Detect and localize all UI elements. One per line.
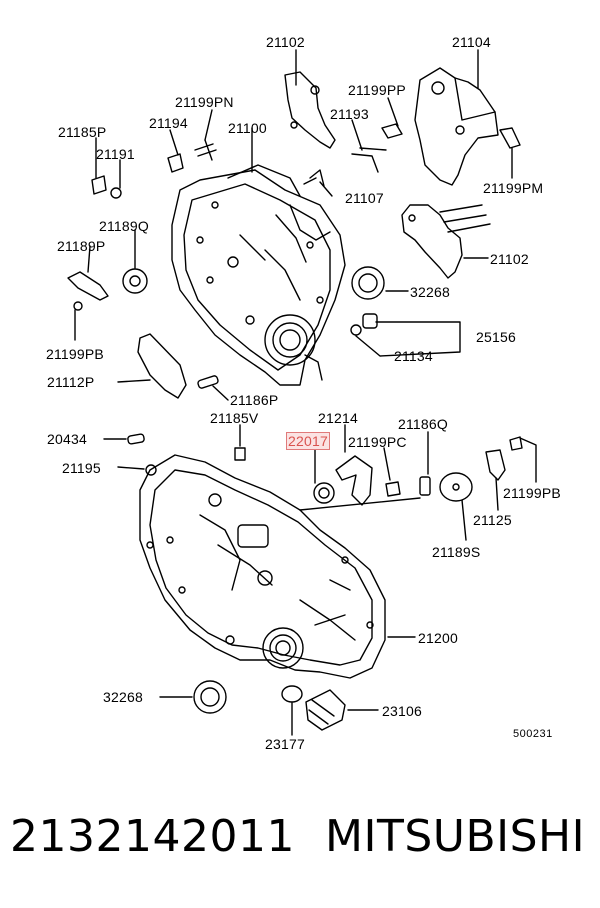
- callout-21199PN: 21199PN: [175, 94, 234, 110]
- oil-seal-32268-upper: [351, 266, 385, 300]
- callout-21102-top: 21102: [266, 34, 305, 50]
- bracket-21102-mid: [401, 204, 463, 279]
- callout-21199PP: 21199PP: [348, 82, 406, 98]
- callout-21134: 21134: [394, 348, 433, 364]
- callout-21102-mid: 21102: [490, 251, 529, 267]
- callout-21199PC: 21199PC: [348, 434, 407, 450]
- callout-21100: 21100: [228, 120, 267, 136]
- callout-21125: 21125: [473, 512, 512, 528]
- callout-21185P: 21185P: [58, 124, 107, 140]
- callout-21186Q: 21186Q: [398, 416, 448, 432]
- callout-23106: 23106: [382, 703, 422, 719]
- callout-23177: 23177: [265, 736, 305, 752]
- brand-name: MITSUBISHI: [325, 811, 586, 862]
- bracket-21102-top: [284, 71, 336, 149]
- callout-32268-upper: 32268: [410, 284, 450, 300]
- callout-21199PB-right: 21199PB: [503, 485, 561, 501]
- callout-21186P: 21186P: [230, 392, 279, 408]
- callout-21193: 21193: [330, 106, 369, 122]
- boot-23106: [305, 689, 346, 731]
- part-number: 2132142011: [10, 811, 295, 862]
- drawing-code: 500231: [513, 728, 553, 740]
- callout-20434: 20434: [47, 431, 87, 447]
- callout-21199PM: 21199PM: [483, 180, 544, 196]
- callout-21191: 21191: [96, 146, 135, 162]
- seal-22017: [313, 482, 335, 504]
- lower-transmission-case-21200: [139, 454, 386, 679]
- callout-32268-lower: 32268: [103, 689, 143, 705]
- callout-21199PB-left: 21199PB: [46, 346, 104, 362]
- callout-21189Q: 21189Q: [99, 218, 149, 234]
- callout-22017-highlighted: 22017: [286, 432, 330, 450]
- callout-21185V: 21185V: [210, 410, 259, 426]
- upper-transmission-case-21100: [171, 164, 346, 386]
- callout-21214: 21214: [318, 410, 358, 426]
- callout-21107: 21107: [345, 190, 384, 206]
- callout-21189P: 21189P: [57, 238, 106, 254]
- plug-25156: [362, 313, 378, 329]
- callout-21104: 21104: [452, 34, 491, 50]
- callout-25156: 25156: [476, 329, 516, 345]
- oil-seal-32268-lower: [193, 680, 227, 714]
- callout-21112P: 21112P: [47, 374, 95, 390]
- bracket-21104: [414, 67, 499, 186]
- callout-21195: 21195: [62, 460, 101, 476]
- exploded-transmission-diagram: [67, 49, 537, 736]
- callout-21194: 21194: [149, 115, 188, 131]
- callout-21189S: 21189S: [432, 544, 481, 560]
- callout-21200: 21200: [418, 630, 458, 646]
- plate-21112P: [137, 333, 187, 399]
